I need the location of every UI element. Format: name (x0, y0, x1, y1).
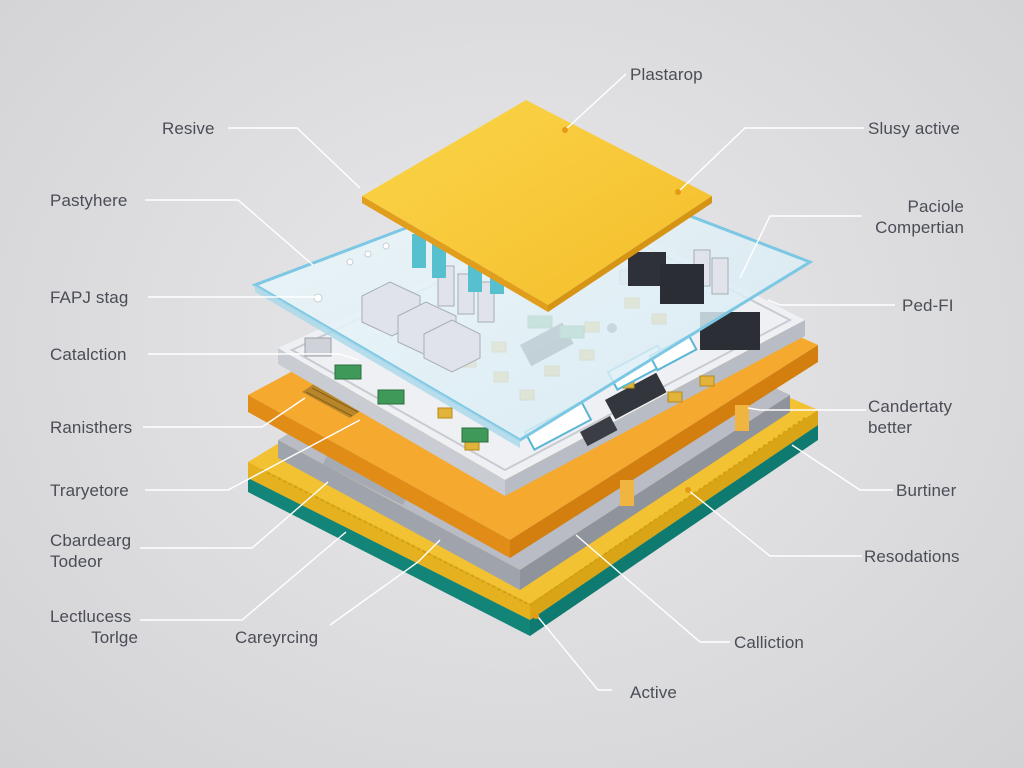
label-todeor: Todeor (50, 552, 103, 571)
label-pastyhere: Pastyhere (50, 191, 128, 210)
leader-lines (140, 73, 895, 691)
label-ranisthers: Ranisthers (50, 418, 133, 437)
label-lectlucess: Lectlucess (50, 607, 132, 626)
label-slusy-active: Slusy active (868, 119, 960, 138)
label-traryetore: Traryetore (50, 481, 129, 500)
label-torlge: Torlge (91, 628, 138, 647)
label-candertaty: Candertaty (868, 397, 953, 416)
label-compertian: Compertian (875, 218, 964, 237)
label-paciole-compertian: Paciole Compertian (866, 196, 964, 238)
label-careyrcing: Careyrcing (235, 628, 319, 647)
leader-dots (533, 127, 691, 619)
label-resodations: Resodations (864, 547, 960, 566)
label-paciole: Paciole (907, 197, 964, 216)
label-cbardearg-todeor: Cbardearg Todeor (50, 530, 131, 572)
label-cbardearg: Cbardearg (50, 531, 132, 550)
label-lectlucess-torlge: Lectlucess Torlge (50, 606, 140, 648)
label-active: Active (630, 683, 677, 702)
label-calliction: Calliction (734, 633, 804, 652)
label-burtiner: Burtiner (896, 481, 957, 500)
label-catalction: Catalction (50, 345, 127, 364)
label-ped-fi: Ped-FI (902, 296, 954, 315)
label-resive: Resive (162, 119, 215, 138)
top-plate-layer (362, 100, 712, 312)
label-plastarop: Plastarop (630, 65, 703, 84)
label-better: better (868, 418, 913, 437)
label-fapj-stag: FAPJ stag (50, 288, 129, 307)
label-candertaty-better: Candertaty better (868, 396, 952, 438)
